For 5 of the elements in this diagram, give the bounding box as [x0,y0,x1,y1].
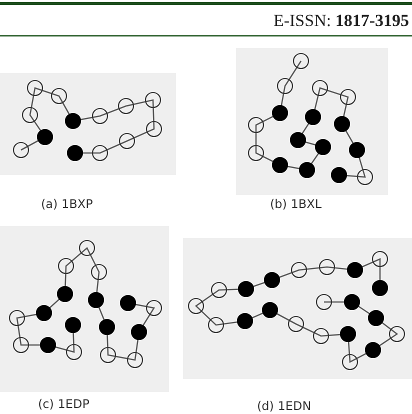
figure-caption: (d) 1EDN [257,399,312,413]
figure-caption: (a) 1BXP [41,197,93,211]
figure-caption: (c) 1EDP [38,397,90,411]
figure-caption: (b) 1BXL [270,197,322,211]
issn-header: E-ISSN: 1817-3195 [273,11,409,31]
